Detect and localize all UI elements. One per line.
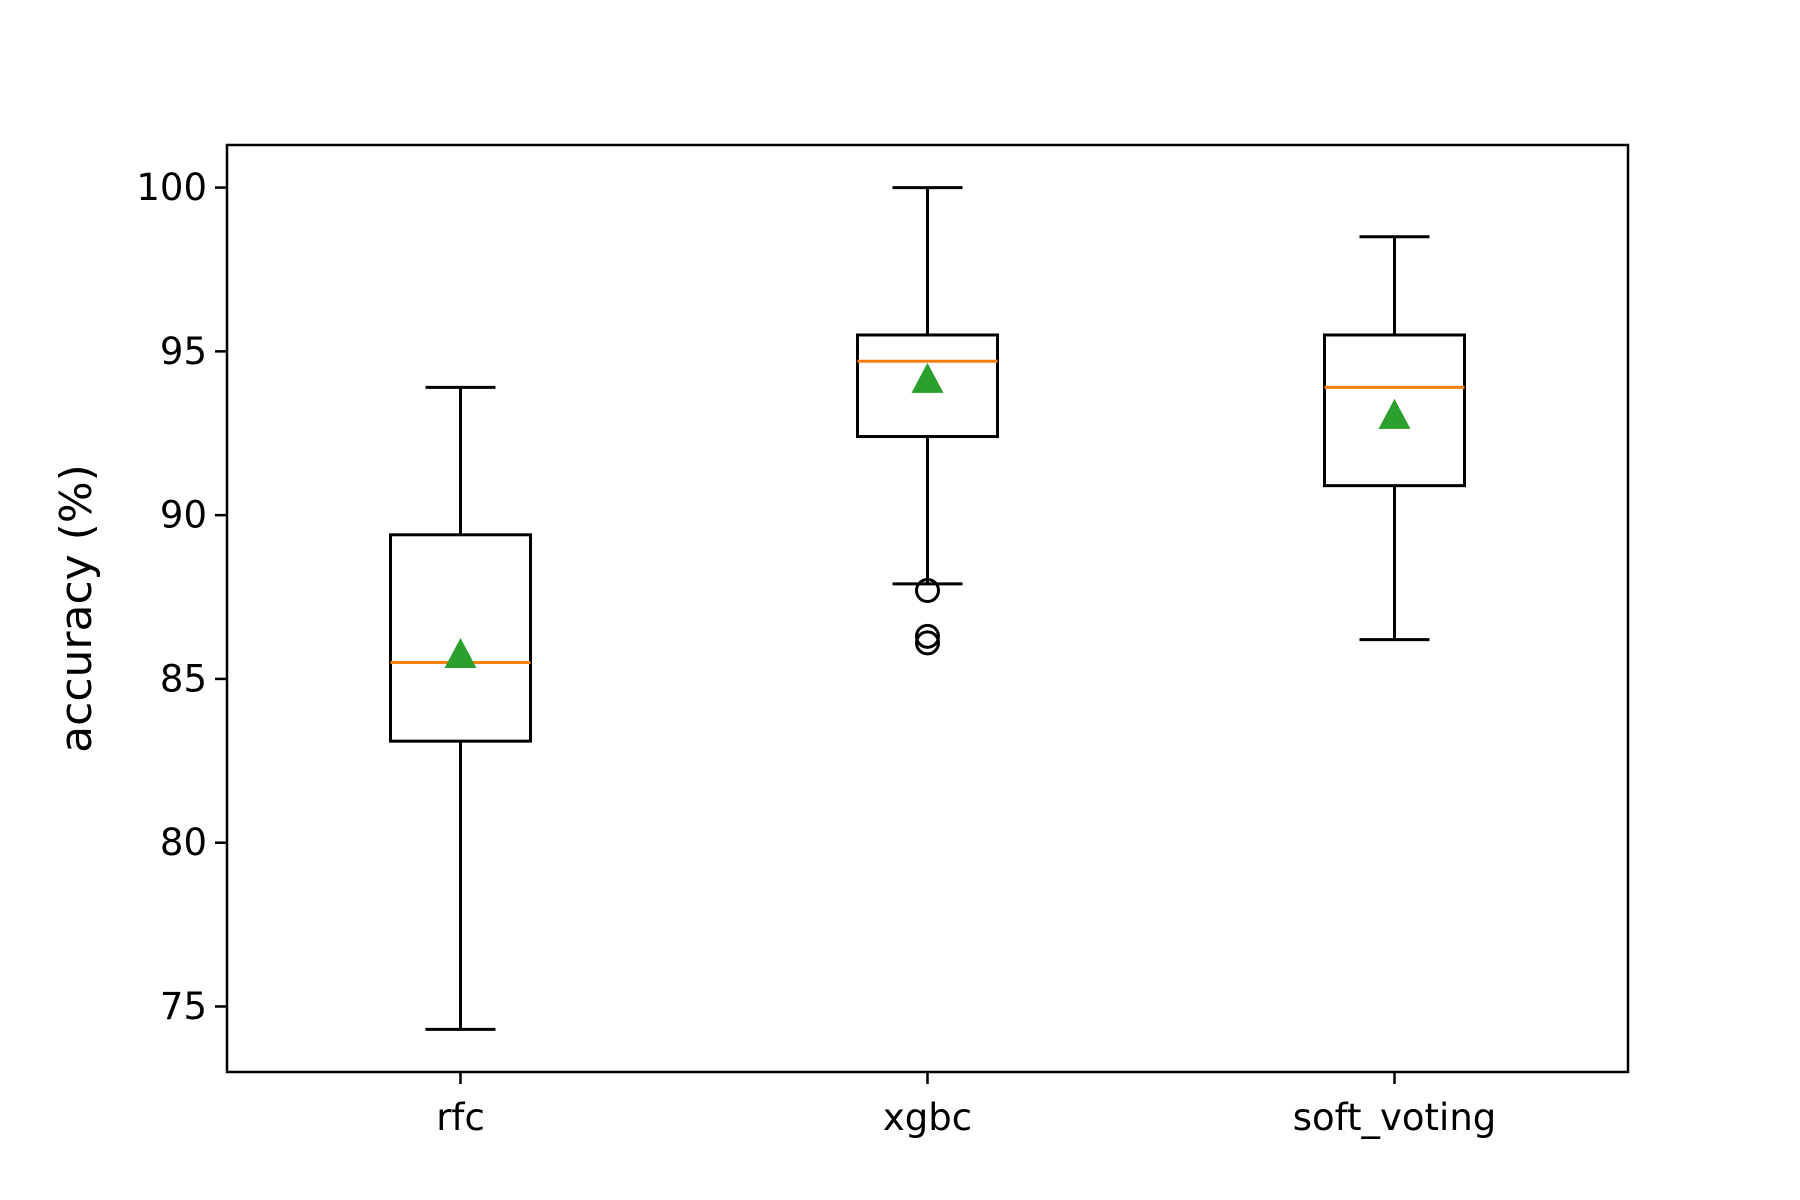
- x-tick-label: xgbc: [883, 1096, 972, 1139]
- plot-marks: [389, 186, 1466, 1031]
- y-tick-label: 100: [136, 166, 207, 209]
- box-group-rfc: [389, 385, 532, 1031]
- y-tick-label: 85: [160, 657, 207, 700]
- mean-marker: [911, 362, 944, 393]
- x-axis: rfc xgbc soft_voting: [436, 1072, 1496, 1139]
- outlier-point: [915, 577, 940, 603]
- iqr-box: [856, 333, 999, 439]
- outlier-point: [915, 623, 940, 649]
- y-axis: 75 80 85 90 95 100: [136, 166, 227, 1028]
- x-tick-label: rfc: [436, 1096, 485, 1139]
- iqr-box: [389, 533, 532, 743]
- y-tick-label: 80: [160, 821, 207, 864]
- outlier-point: [915, 630, 940, 656]
- x-tick-label: soft_voting: [1293, 1096, 1497, 1139]
- y-tick-label: 75: [160, 985, 207, 1028]
- mean-marker: [1378, 398, 1411, 429]
- box-group-xgbc: [856, 186, 999, 656]
- y-tick-label: 90: [160, 494, 207, 537]
- iqr-box: [1323, 333, 1466, 488]
- box-group-soft_voting: [1323, 235, 1466, 642]
- mean-marker: [444, 637, 477, 668]
- y-axis-label: accuracy (%): [51, 464, 102, 753]
- y-tick-label: 95: [160, 330, 207, 373]
